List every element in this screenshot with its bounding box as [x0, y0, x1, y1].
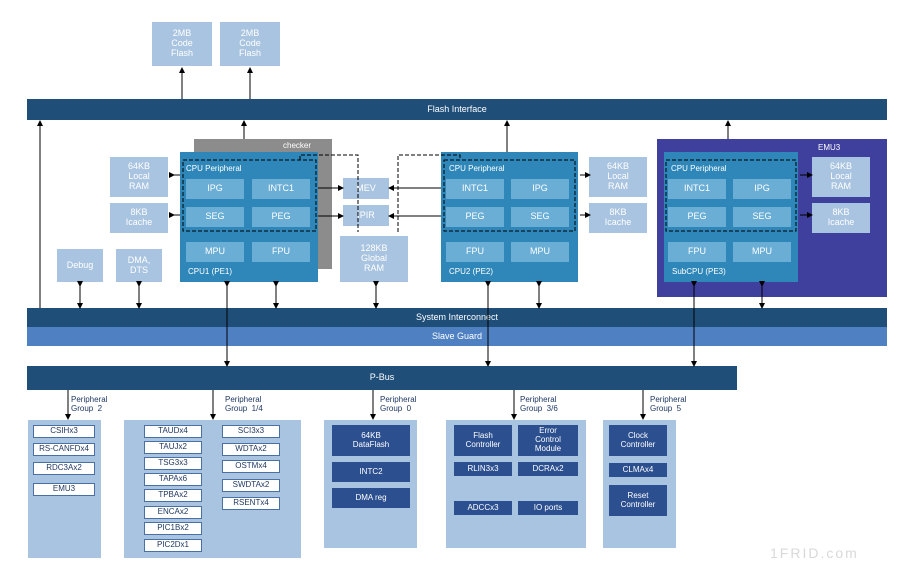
group14-item: RSENTx4: [222, 497, 280, 510]
cpu3-ipg: IPG: [733, 179, 791, 199]
group5-label: Peripheral Group 5: [650, 395, 687, 413]
group14-item: PIC1Bx2: [144, 522, 202, 535]
group36-flash-controller: Flash Controller: [454, 425, 512, 456]
cpu1-seg: SEG: [186, 207, 244, 227]
cpu2-intc1: INTC1: [446, 179, 504, 199]
group14-item: PIC2Dx1: [144, 539, 202, 552]
group14-item: TSG3x3: [144, 457, 202, 470]
group36-ecm: Error Control Module: [518, 425, 578, 456]
group0-label: Peripheral Group 0: [380, 395, 417, 413]
code-flash-2: 2MB Code Flash: [220, 22, 280, 66]
dma-dts-block: DMA, DTS: [116, 249, 162, 282]
group36-adcc: ADCCx3: [454, 501, 512, 515]
cpu1-peripheral-label: CPU Peripheral: [186, 164, 242, 173]
cpu3-mpu: MPU: [733, 242, 791, 262]
group5-clock-controller: Clock Controller: [609, 425, 667, 456]
ipir-block: IPIR: [343, 205, 389, 226]
checker-dashed-link: [299, 154, 359, 232]
cpu2-local-ram: 64KB Local RAM: [589, 157, 647, 197]
cpu1-name: CPU1 (PE1): [188, 267, 233, 276]
cpu3-peg: PEG: [668, 207, 726, 227]
group2-item: RDC3Ax2: [33, 462, 95, 475]
group14-item: WDTAx2: [222, 443, 280, 456]
debug-block: Debug: [57, 249, 103, 282]
group14-item: OSTMx4: [222, 460, 280, 473]
group5-reset-controller: Reset Controller: [609, 485, 667, 516]
cpu1-fpu: FPU: [252, 242, 310, 262]
cpu3-intc1: INTC1: [668, 179, 726, 199]
cpu2-peripheral-label: CPU Peripheral: [449, 164, 505, 173]
cpu2-peripheral-outline: [443, 159, 576, 232]
group14-item: ENCAx2: [144, 506, 202, 519]
cpu1-intc1: INTC1: [252, 179, 310, 199]
group14-item: SWDTAx2: [222, 479, 280, 492]
group36-rlin: RLIN3x3: [454, 462, 512, 476]
cpu3-local-ram: 64KB Local RAM: [812, 157, 870, 197]
cpu3-icache: 8KB Icache: [812, 203, 870, 233]
group14-item: SCI3x3: [222, 425, 280, 438]
cpu3-peripheral-outline: [665, 159, 797, 232]
pbus-bar: P-Bus: [27, 366, 737, 390]
group0-intc2: INTC2: [332, 462, 410, 482]
cpu1-local-ram: 64KB Local RAM: [110, 157, 168, 197]
cpu2-ipg: IPG: [511, 179, 569, 199]
cpu3-name: SubCPU (PE3): [672, 267, 726, 276]
cpu3-seg: SEG: [733, 207, 791, 227]
group14-label: Peripheral Group 1/4: [225, 395, 263, 413]
cpu2-icache: 8KB Icache: [589, 203, 647, 233]
watermark: 1FRID.com: [770, 545, 859, 561]
checker-label: checker: [283, 141, 312, 150]
system-interconnect-bar: System Interconnect: [27, 308, 887, 327]
group2-item: EMU3: [33, 483, 95, 496]
emu3-label: EMU3: [818, 143, 841, 152]
group2-item: RS-CANFDx4: [33, 443, 95, 456]
cpu2-seg: SEG: [511, 207, 569, 227]
group14-item: TAUJx2: [144, 441, 202, 454]
code-flash-1: 2MB Code Flash: [152, 22, 212, 66]
group36-label: Peripheral Group 3/6: [520, 395, 558, 413]
group2-label: Peripheral Group 2: [71, 395, 108, 413]
cpu3-peripheral-label: CPU Peripheral: [671, 164, 727, 173]
flash-interface-bar: Flash Interface: [27, 99, 887, 120]
group0-dataflash: 64KB DataFlash: [332, 425, 410, 456]
cpu3-fpu: FPU: [668, 242, 726, 262]
slave-guard-bar: Slave Guard: [27, 327, 887, 346]
group36-io-ports: IO ports: [518, 501, 578, 515]
cpu2-mpu: MPU: [511, 242, 569, 262]
global-ram: 128KB Global RAM: [340, 236, 408, 282]
cpu1-ipg: IPG: [186, 179, 244, 199]
group2-item: CSIHx3: [33, 425, 95, 438]
cpu2-fpu: FPU: [446, 242, 504, 262]
cpu1-peg: PEG: [252, 207, 310, 227]
cpu2-name: CPU2 (PE2): [449, 267, 494, 276]
checker-dashed-link: [397, 154, 461, 232]
group14-item: TAUDx4: [144, 425, 202, 438]
cpu1-peripheral-outline: [182, 159, 317, 232]
group5-clma: CLMAx4: [609, 463, 667, 477]
cpu1-mpu: MPU: [186, 242, 244, 262]
group36-dcra: DCRAx2: [518, 462, 578, 476]
cpu2-peg: PEG: [446, 207, 504, 227]
mev-block: MEV: [343, 178, 389, 199]
cpu1-icache: 8KB Icache: [110, 203, 168, 233]
group14-item: TPBAx2: [144, 489, 202, 502]
group0-dma-reg: DMA reg: [332, 488, 410, 508]
group14-item: TAPAx6: [144, 473, 202, 486]
